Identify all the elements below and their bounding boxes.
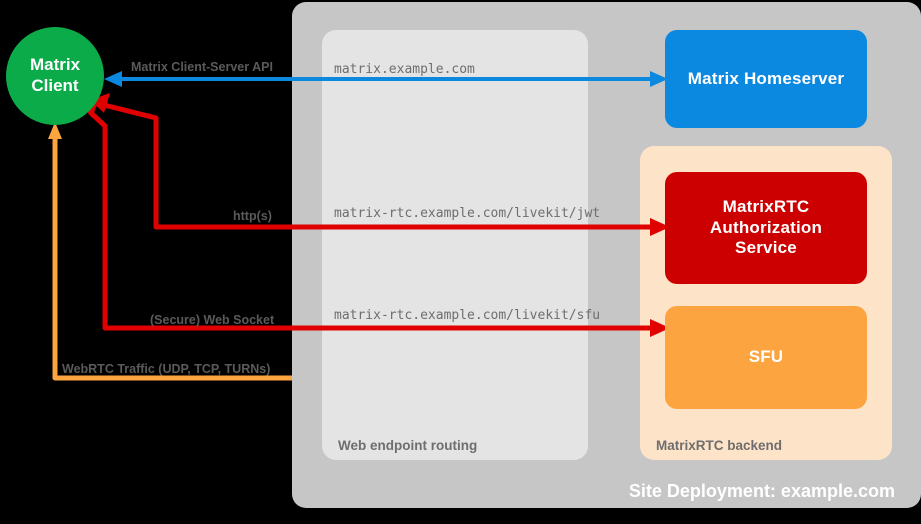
endpoint-url-livekit-jwt: matrix-rtc.example.com/livekit/jwt (334, 206, 601, 221)
sfu-label: SFU (748, 347, 784, 367)
matrix-client-node[interactable]: Matrix Client (6, 27, 104, 125)
auth-service-label-line2: Authorization (709, 217, 823, 237)
matrixrtc-authorization-service-node[interactable]: MatrixRTC Authorization Service (665, 172, 867, 284)
matrix-client-label: Matrix Client (30, 55, 80, 96)
web-endpoint-routing-caption: Web endpoint routing (338, 438, 478, 453)
endpoint-url-matrix: matrix.example.com (334, 62, 475, 77)
matrix-homeserver-label: Matrix Homeserver (687, 68, 845, 88)
connection-label-web-socket: (Secure) Web Socket (150, 313, 275, 327)
matrix-homeserver-node[interactable]: Matrix Homeserver (665, 30, 867, 128)
site-deployment-caption: Site Deployment: example.com (628, 481, 895, 501)
connection-label-https: http(s) (233, 209, 272, 223)
sfu-node[interactable]: SFU (665, 306, 867, 409)
connection-label-client-server-api: Matrix Client-Server API (131, 60, 273, 74)
client-server-api-arrow-head-client (104, 71, 122, 87)
auth-service-label-line1: MatrixRTC (722, 196, 810, 216)
matrixrtc-backend-caption: MatrixRTC backend (656, 438, 783, 453)
auth-service-label-line3: Service (735, 238, 797, 258)
matrixrtc-authorization-service-label: MatrixRTC Authorization Service (710, 197, 822, 259)
endpoint-url-livekit-sfu: matrix-rtc.example.com/livekit/sfu (334, 308, 601, 323)
matrix-client-label-line2: Client (31, 76, 79, 95)
web-endpoint-routing-panel (322, 30, 588, 460)
connection-label-webrtc: WebRTC Traffic (UDP, TCP, TURNs) (62, 362, 271, 376)
matrix-client-label-line1: Matrix (29, 55, 81, 75)
